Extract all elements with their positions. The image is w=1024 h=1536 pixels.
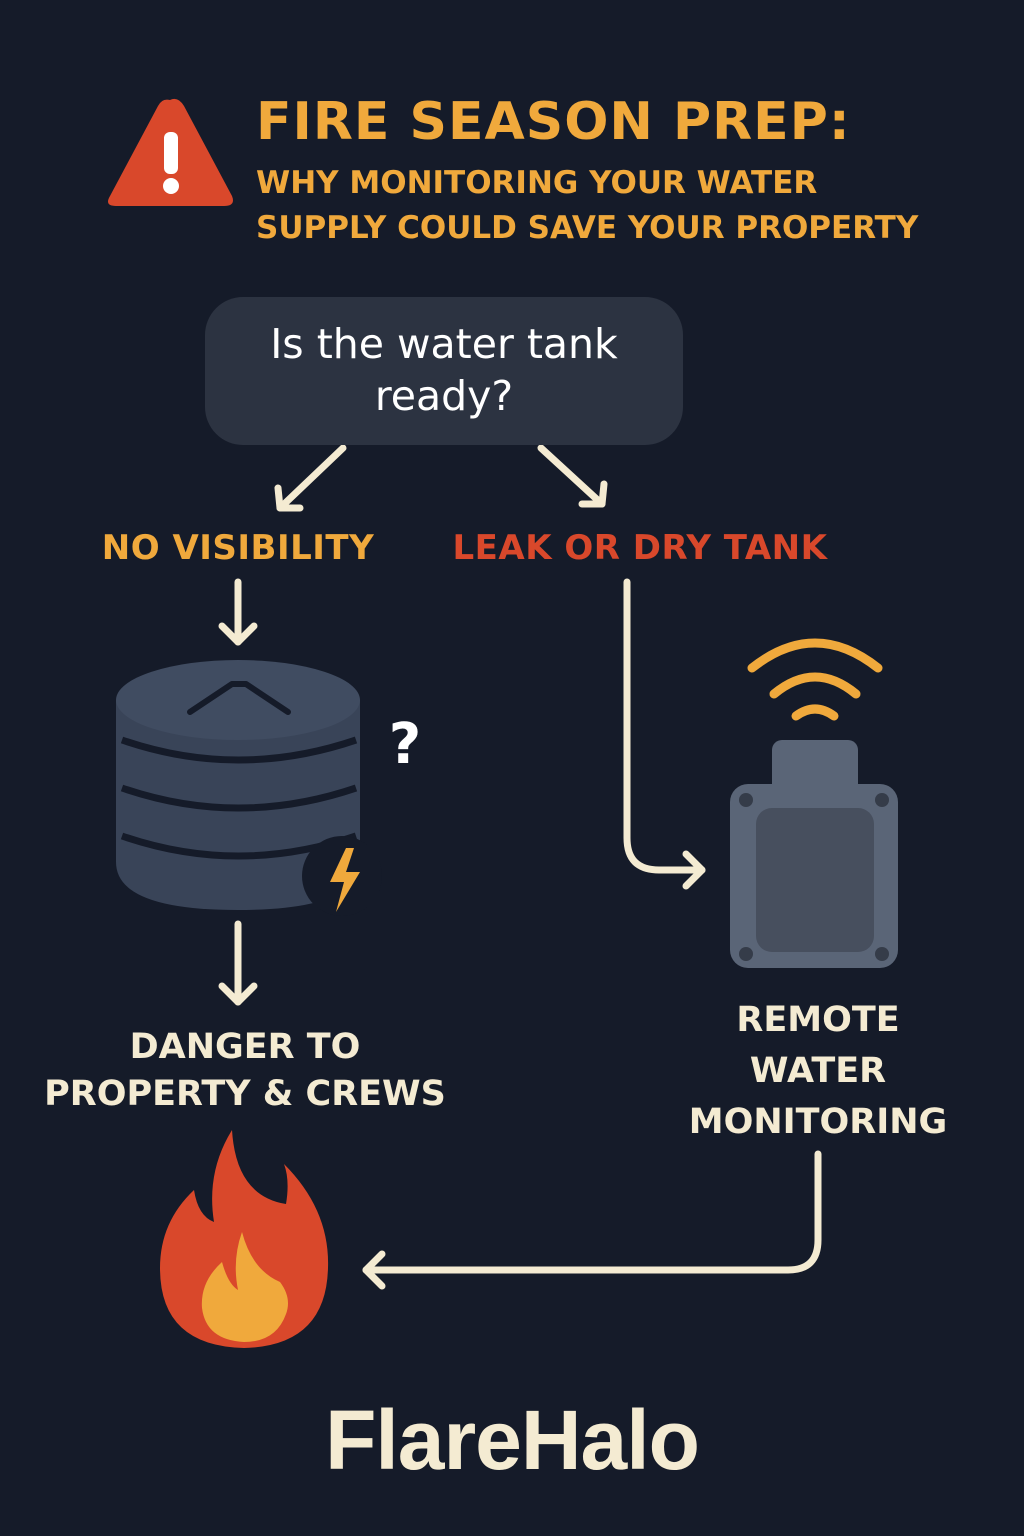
subtitle-line: WHY MONITORING YOUR WATER [256, 165, 818, 201]
question-text: Is the water tank ready? [205, 318, 683, 422]
branch-label-leak-or-dry-tank: LEAK OR DRY TANK [452, 528, 828, 568]
solution-remote-monitoring-label: REMOTE WATER MONITORING [668, 995, 968, 1148]
arrow-to-fire [362, 1150, 822, 1290]
outcome-danger-label: DANGER TO PROPERTY & CREWS [30, 1024, 460, 1118]
solution-line: MONITORING [688, 1102, 948, 1142]
page-subtitle: WHY MONITORING YOUR WATER SUPPLY COULD S… [256, 161, 1016, 251]
unknown-level-mark: ? [388, 712, 422, 777]
question-line: Is the water tank [270, 320, 618, 368]
question-line: ready? [374, 372, 514, 420]
water-tank-icon [116, 660, 360, 910]
outcome-line: DANGER TO [129, 1027, 361, 1067]
solution-line: WATER [749, 1051, 887, 1091]
wifi-signal-icon [747, 638, 883, 721]
subtitle-line: SUPPLY COULD SAVE YOUR PROPERTY [256, 210, 919, 246]
question-box [205, 297, 683, 445]
sensor-device-icon [730, 740, 898, 968]
arrow-to-danger [218, 920, 258, 1006]
lightning-bolt-icon [302, 836, 382, 916]
arrow-to-no-visibility [274, 444, 347, 512]
arrow-to-sensor [623, 578, 706, 890]
arrow-to-tank [218, 578, 258, 646]
outcome-line: PROPERTY & CREWS [44, 1074, 446, 1114]
arrow-to-leak [537, 444, 608, 508]
fire-icon [160, 1130, 329, 1348]
warning-triangle-icon [108, 98, 233, 206]
page-title: FIRE SEASON PREP: [256, 92, 851, 152]
solution-line: REMOTE [736, 1000, 900, 1040]
branch-label-no-visibility: NO VISIBILITY [101, 528, 375, 568]
brand-logo-text: FlareHalo [325, 1393, 700, 1487]
